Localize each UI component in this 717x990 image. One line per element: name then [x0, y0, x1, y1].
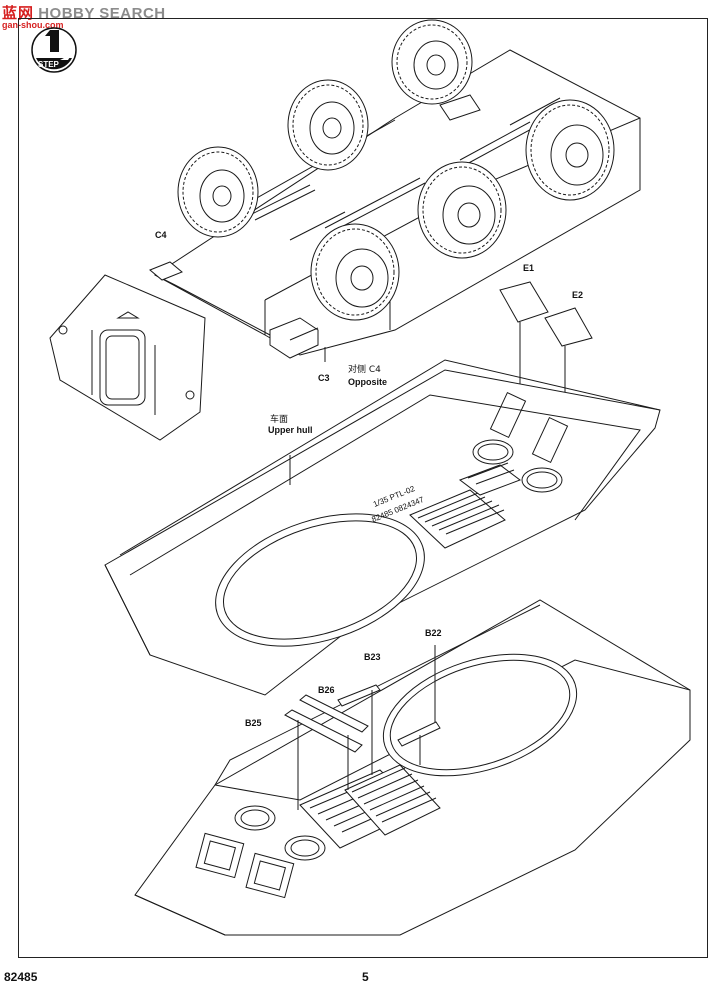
label-upper-hull-en: Upper hull	[268, 425, 313, 435]
label-opposite-en: Opposite	[348, 377, 388, 387]
wheel	[525, 99, 615, 201]
part-b22	[397, 721, 441, 747]
watermark-en: HOBBY SEARCH	[38, 5, 166, 22]
label-c3: C3	[318, 373, 330, 383]
part-e1	[499, 281, 549, 323]
wheel	[310, 223, 400, 321]
watermark-url: gan-shou.com	[2, 20, 64, 30]
label-b22: B22	[425, 628, 442, 638]
watermark-cn: 蓝	[2, 5, 19, 22]
wheel	[177, 146, 259, 238]
watermark: 蓝网 HOBBY SEARCH	[2, 2, 166, 23]
watermark-cn2: 网	[18, 5, 35, 22]
label-e2: E2	[572, 290, 584, 300]
label-b23: B23	[364, 652, 381, 662]
page-number: 5	[362, 970, 369, 984]
wheel	[417, 161, 507, 259]
step-badge	[31, 27, 77, 73]
lower-hull	[134, 599, 691, 936]
label-e1: E1	[523, 263, 535, 273]
page-frame	[18, 18, 708, 958]
part-b23	[337, 684, 381, 707]
wheel	[287, 79, 369, 171]
part-e2	[544, 307, 593, 347]
label-b25: B25	[245, 718, 262, 728]
label-opposite-cn: 对侧 C4	[348, 365, 381, 375]
leader-lines	[289, 347, 436, 810]
upper-hull	[104, 359, 661, 696]
part-b25	[284, 709, 363, 753]
step-label: STEP	[38, 60, 59, 69]
label-c4: C4	[155, 230, 167, 240]
label-upper-hull-cn: 车面	[270, 415, 289, 425]
wheel	[391, 19, 473, 105]
part-b26	[299, 694, 369, 733]
catalog-code: 82485	[4, 970, 38, 984]
label-b26: B26	[318, 685, 335, 695]
rear-door-plate	[49, 274, 206, 441]
